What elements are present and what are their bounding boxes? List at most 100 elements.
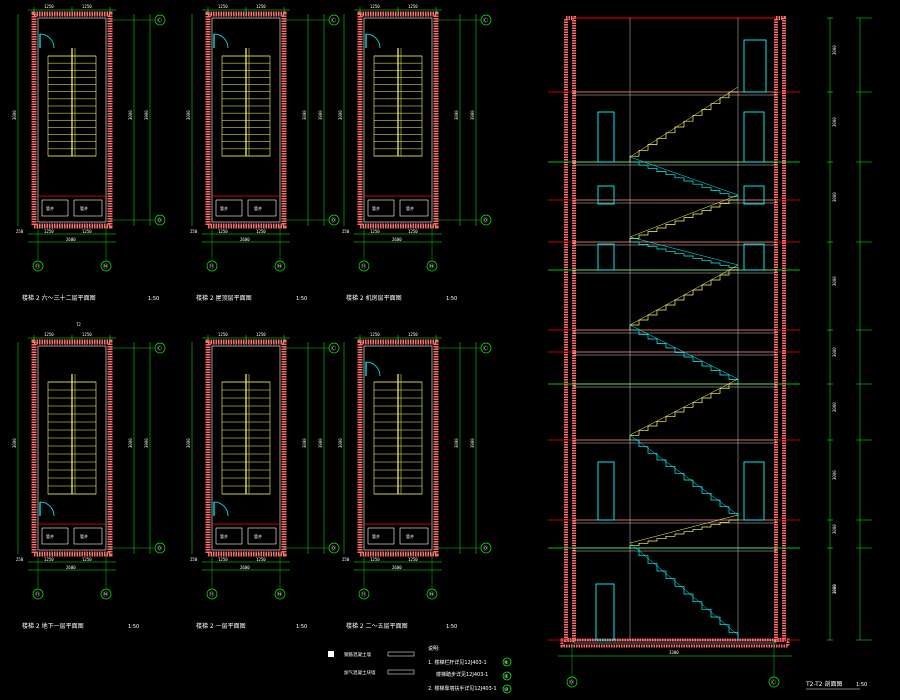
section-floor-slab (573, 639, 777, 644)
shaft-right (247, 527, 277, 545)
plan-scale-3: 1:50 (446, 296, 457, 302)
dim-height-left: 3000 (186, 438, 191, 448)
axis-label-a: ⑪ (361, 263, 366, 270)
plan-title-6: 楼梯 2 二～五层平面图 (346, 622, 408, 630)
axis-label-b: ⑭ (429, 263, 434, 270)
axis-label-top: Ⓒ (483, 17, 488, 24)
shaft-left (215, 527, 243, 545)
plan-inner-outline (211, 17, 281, 223)
section-dim-value: 3000 (832, 584, 837, 594)
plan-inner-outline (211, 345, 281, 551)
axis-label-bottom: Ⓓ (331, 545, 336, 552)
note-line-2: 楼梯踏步详见12J403-1 (436, 671, 488, 678)
stair-flight-down (630, 547, 739, 640)
legend-item-concrete: 钢筋混凝土墙 (344, 651, 371, 658)
section-opening (597, 461, 615, 521)
door-swing (365, 361, 381, 377)
axis-label-top: Ⓒ (331, 17, 336, 24)
section-floor-slab (573, 199, 777, 204)
dim-height: 3000 (128, 110, 133, 120)
axis-bubble-a (358, 588, 370, 600)
stair-section: 3000300030003000300030003000300030003000… (548, 16, 872, 690)
section-opening (597, 185, 615, 205)
section-scale: 1:50 (856, 682, 867, 688)
dim-side-left: 250 (190, 557, 198, 562)
dim-total: 2600 (392, 565, 402, 570)
stair-flight-up-rail (629, 264, 739, 326)
shaft-right (399, 199, 429, 217)
axis-label-b: ⑭ (429, 591, 434, 598)
plan-wall (357, 339, 439, 557)
dim-step: 3900 (470, 438, 475, 448)
shaft-label-right: 管井 (80, 533, 88, 539)
axis-label-bottom: Ⓓ (483, 545, 488, 552)
dim-step: 3900 (318, 438, 323, 448)
plan-title-3: 楼梯 2 机房层平面图 (346, 294, 402, 302)
dim-top-a: 1250 (370, 4, 380, 9)
section-floor-slab (573, 91, 777, 96)
dim-bottom-a: 1250 (218, 557, 228, 562)
section-opening (743, 461, 765, 521)
shaft-left (215, 199, 243, 217)
legend: 钢筋混凝土墙 加气混凝土块墙 (328, 651, 415, 676)
axis-label-a: ⑪ (209, 591, 214, 598)
door-swing (365, 33, 381, 49)
dim-bottom-b: 1250 (82, 557, 92, 562)
shaft-left (367, 527, 395, 545)
shaft-label-right: 管井 (406, 205, 414, 211)
axis-label-a: ⑪ (35, 591, 40, 598)
plan-inner-outline (37, 17, 107, 223)
dim-top-b: 1250 (256, 4, 266, 9)
door-swing (213, 33, 229, 49)
axis-bubble-a (32, 588, 44, 600)
legend-hatch-block (387, 669, 415, 675)
note-ref-2: ⑨ (504, 674, 508, 680)
section-opening (743, 39, 767, 93)
dim-bottom-b: 1250 (408, 229, 418, 234)
shaft-label-right: 管井 (80, 205, 88, 211)
plan-inner-outline (363, 17, 433, 223)
dim-height: 3000 (302, 110, 307, 120)
stair-flight-up (629, 269, 738, 330)
shaft-left (41, 199, 69, 217)
axis-bubble-b (426, 588, 438, 600)
dim-height-left: 3000 (12, 438, 17, 448)
dim-side-left: 250 (16, 229, 24, 234)
legend-item-block: 加气混凝土块墙 (344, 669, 376, 676)
shaft-left (41, 527, 69, 545)
dim-top-a: 1250 (370, 332, 380, 337)
dim-bottom-a: 1250 (44, 229, 54, 234)
section-dim-bottom-value: 3300 (669, 650, 679, 655)
shaft-label-left: 管井 (372, 205, 380, 211)
stair-flight-down (630, 329, 739, 384)
door-swing (39, 501, 55, 517)
stair-flight-down (630, 439, 739, 520)
stair-flight-down-rail (629, 236, 739, 266)
shaft-right (399, 527, 429, 545)
axis-bubble-b (100, 260, 112, 272)
shaft-right (73, 199, 103, 217)
dim-top-b: 1250 (408, 4, 418, 9)
dim-side-left: 250 (342, 557, 350, 562)
dim-top-b: 1250 (82, 4, 92, 9)
dim-side-left: 250 (342, 229, 350, 234)
axis-label-b: ⑭ (277, 263, 282, 270)
stair-flight-up-rail (629, 194, 739, 238)
section-opening (595, 583, 615, 641)
dim-height-left: 3000 (338, 110, 343, 120)
axis-label-bottom: Ⓓ (157, 217, 162, 224)
section-floor-slab (573, 439, 777, 444)
plan-scale-4: 1:50 (128, 624, 139, 630)
axis-label-bottom: Ⓓ (331, 217, 336, 224)
dim-top-b: 1250 (408, 332, 418, 337)
dim-top-b: 1250 (256, 332, 266, 337)
section-floor-slab (573, 383, 777, 388)
shaft-label-left: 管井 (220, 533, 228, 539)
axis-bubble-b (274, 588, 286, 600)
plan-inner-outline (363, 345, 433, 551)
stair-flight-down-rail (629, 542, 739, 636)
